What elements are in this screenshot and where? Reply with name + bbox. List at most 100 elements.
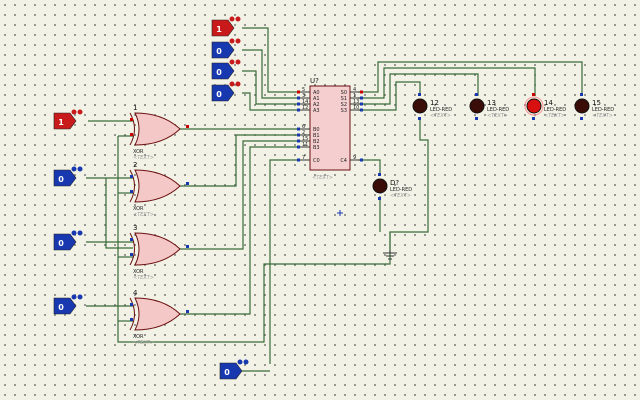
led-bulb: [469, 98, 485, 114]
pin-number: 15: [302, 136, 308, 142]
pin-name: A2: [313, 102, 320, 108]
logic-input-g4[interactable]: 0: [53, 294, 83, 315]
pin-number: 3: [302, 93, 305, 99]
gate-text: <TEXT>: [133, 155, 154, 161]
pin-name: S2: [341, 102, 347, 108]
gate-text: <TEXT>: [133, 212, 154, 218]
pin-name: A3: [313, 108, 320, 114]
pin-name: B0: [313, 127, 320, 133]
pin-name: C4: [340, 158, 347, 164]
wire-a0: [242, 27, 300, 93]
logic-input-g3[interactable]: 0: [53, 230, 83, 251]
led-type: LED-RED: [592, 107, 614, 113]
gate-text: <TEXT>: [133, 340, 154, 346]
gate-type: XOR: [133, 334, 144, 340]
pin-name: C0: [313, 158, 320, 164]
xor-gate-2[interactable]: 2 XOR <TEXT>: [129, 161, 189, 218]
led-type: LED-RED: [487, 107, 509, 113]
chip-pin-s0: 4S0: [341, 87, 363, 96]
pin-name: S1: [341, 96, 347, 102]
wire-s0: [358, 61, 583, 96]
logic-input-a2[interactable]: 0: [211, 59, 241, 80]
pin-number: 13: [353, 99, 359, 105]
wire-s1: [358, 67, 536, 99]
pin-name: S0: [341, 90, 347, 96]
input-value: 1: [216, 25, 222, 34]
chip-pin-c4: 9C4: [340, 155, 363, 164]
led-bulb: [574, 98, 590, 114]
logic-input-carry[interactable]: 0: [219, 359, 249, 380]
wire-b2: [180, 140, 300, 250]
ground-symbol: [383, 250, 397, 260]
pin-name: B2: [313, 139, 320, 145]
logic-input-a0[interactable]: 1: [211, 16, 241, 37]
pin-number: 7: [302, 155, 305, 161]
wire-s2: [358, 73, 479, 105]
pin-name: A0: [313, 90, 320, 96]
wire-led-gnd: [389, 118, 429, 250]
pin-number: 10: [353, 105, 359, 111]
led-type: LED-RED: [390, 187, 412, 193]
gate-type: XOR: [133, 206, 144, 212]
input-value: 0: [216, 68, 222, 77]
wire-s3: [358, 81, 421, 111]
xor-gate-3[interactable]: 3 XOR <TEXT>: [129, 224, 189, 281]
input-value: 0: [216, 47, 222, 56]
input-value: 0: [58, 175, 64, 184]
led-12[interactable]: 12 LED-RED <TEXT>: [412, 93, 452, 120]
gate-ref: 3: [133, 224, 137, 232]
chip-text: <TEXT>: [312, 175, 333, 181]
gate-type: XOR: [133, 269, 144, 275]
logic-input-a3[interactable]: 0: [211, 81, 241, 102]
wire-a1: [242, 49, 300, 99]
wire-loop: [105, 178, 133, 249]
wire-b1: [180, 134, 300, 187]
led-ref: 14: [544, 99, 553, 107]
led-text: <TEXT>: [592, 113, 613, 119]
chip-ref: U?: [310, 77, 319, 85]
xor-gate-1[interactable]: 1 XOR <TEXT>: [129, 104, 189, 161]
pin-name: B1: [313, 133, 320, 139]
led-13[interactable]: 13 LED-RED <TEXT>: [469, 93, 509, 120]
led-14[interactable]: 14 LED-RED <TEXT>: [524, 93, 566, 120]
input-value: 0: [58, 303, 64, 312]
gate-ref: 4: [133, 289, 138, 297]
wire-a2: [242, 70, 300, 105]
led-text: <TEXT>: [390, 193, 411, 199]
pin-name: S3: [341, 108, 347, 114]
pin-number: 9: [353, 155, 356, 161]
logic-input-g1[interactable]: 1: [53, 109, 83, 130]
led-type: LED-RED: [544, 107, 566, 113]
wire-c0: [269, 159, 300, 364]
led-15[interactable]: 15 LED-RED <TEXT>: [574, 93, 614, 120]
gate-type: XOR: [133, 149, 144, 155]
led-text: <TEXT>: [487, 113, 508, 119]
led-ref: 12: [430, 99, 439, 107]
led-ref: 13: [487, 99, 496, 107]
led-ref: 15: [592, 99, 601, 107]
wire-c4: [358, 159, 381, 176]
logic-input-a1[interactable]: 0: [211, 38, 241, 59]
logic-input-g2[interactable]: 0: [53, 166, 83, 187]
pin-number: 5: [302, 87, 305, 93]
pin-number: 1: [353, 93, 356, 99]
input-value: 0: [58, 239, 64, 248]
led-text: <TEXT>: [544, 113, 565, 119]
xor-gate-4[interactable]: 4 XOR <TEXT>: [129, 289, 189, 346]
pin-number: 14: [302, 99, 308, 105]
led-carry[interactable]: D? LED-RED <TEXT>: [372, 173, 412, 200]
